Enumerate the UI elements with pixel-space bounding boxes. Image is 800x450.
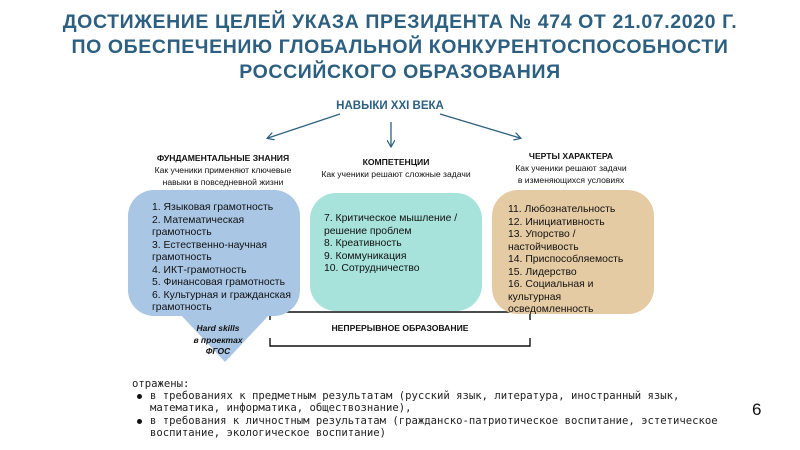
arrow-left [268,113,341,138]
column-subtitle: Как ученики решают сложные задачи [321,169,471,179]
list-item: 13. Упорство / настойчивость [508,229,579,253]
list-item: 16. Социальная и культурная осведомленно… [508,279,594,315]
character-box: 11. Любознательность 12. Инициативность … [492,190,654,315]
title-line-3: РОССИЙСКОГО ОБРАЗОВАНИЯ [239,61,561,83]
arrow-right [439,113,520,138]
list-item: 7. Критическое мышление / решение пробле… [324,213,458,237]
list-item: 3. Естественно-научная грамотность [152,239,267,264]
list-item: 12. Инициативность [508,216,605,228]
hard-skills-label: Hard skills в проектах ФГОС [193,323,243,356]
column-subtitle: Как ученики применяют ключевые навыки в … [154,165,292,187]
list-item: 4. ИКТ-грамотность [152,264,247,276]
column-heading: КОМПЕТЕНЦИИ [362,157,430,167]
list-item: 5. Финансовая грамотность [152,277,285,288]
column-heading: ЧЕРТЫ ХАРАКТЕРА [528,151,614,161]
column-heading: ФУНДАМЕНТАЛЬНЫЕ ЗНАНИЯ [156,153,290,163]
list-item: 6. Культурная и гражданская грамотность [152,289,291,314]
column-head-competencies: КОМПЕТЕНЦИИ Как ученики решают сложные з… [316,156,476,180]
continuous-bracket-bottom [269,338,531,347]
bullet-icon [137,394,142,400]
list-item: в требования к личностным результатам (г… [132,415,722,439]
list-item: 1. Языковая грамотность [152,202,274,213]
bullet-text: в требованиях к предметным результатам (… [150,390,680,415]
bullet-icon [137,418,142,424]
list-item: в требованиях к предметным результатам (… [132,390,722,414]
slide-title: ДОСТИЖЕНИЕ ЦЕЛЕЙ УКАЗА ПРЕЗИДЕНТА № 474 … [0,10,800,85]
list-item: 14. Приспособляемость [508,254,624,265]
skills-label: НАВЫКИ XXI ВЕКА [336,100,444,112]
notes-block: отражены: в требованиях к предметным рез… [132,378,722,439]
title-line-1: ДОСТИЖЕНИЕ ЦЕЛЕЙ УКАЗА ПРЕЗИДЕНТА № 474 … [62,11,738,33]
competencies-box: 7. Критическое мышление / решение пробле… [310,193,482,311]
hard-skills-pointer [180,314,270,362]
title-line-2: ПО ОБЕСПЕЧЕНИЮ ГЛОБАЛЬНОЙ КОНКУРЕНТОСПОС… [71,36,729,58]
continuous-education-label: НЕПРЕРЫВНОЕ ОБРАЗОВАНИЕ [331,323,469,333]
continuous-bracket [269,311,531,320]
list-item: 2. Математическая грамотность [152,214,245,239]
knowledge-box: 1. Языковая грамотность 2. Математическа… [128,190,300,316]
column-subtitle: Как ученики решают задачи в изменяющихся… [515,163,627,185]
notes-intro: отражены: [132,378,190,390]
list-item: 11. Любознательность [508,204,616,215]
column-head-character: ЧЕРТЫ ХАРАКТЕРА Как ученики решают задач… [496,150,646,186]
list-item: 8. Креативность [324,238,402,249]
list-item: 9. Коммуникация [324,250,407,262]
page-number: 6 [752,400,762,419]
bullet-text: в требования к личностным результатам (г… [150,414,718,439]
list-item: 15. Лидерство [508,266,577,278]
column-head-knowledge: ФУНДАМЕНТАЛЬНЫЕ ЗНАНИЯ Как ученики приме… [148,152,298,188]
list-item: 10. Сотрудничество [324,263,420,274]
